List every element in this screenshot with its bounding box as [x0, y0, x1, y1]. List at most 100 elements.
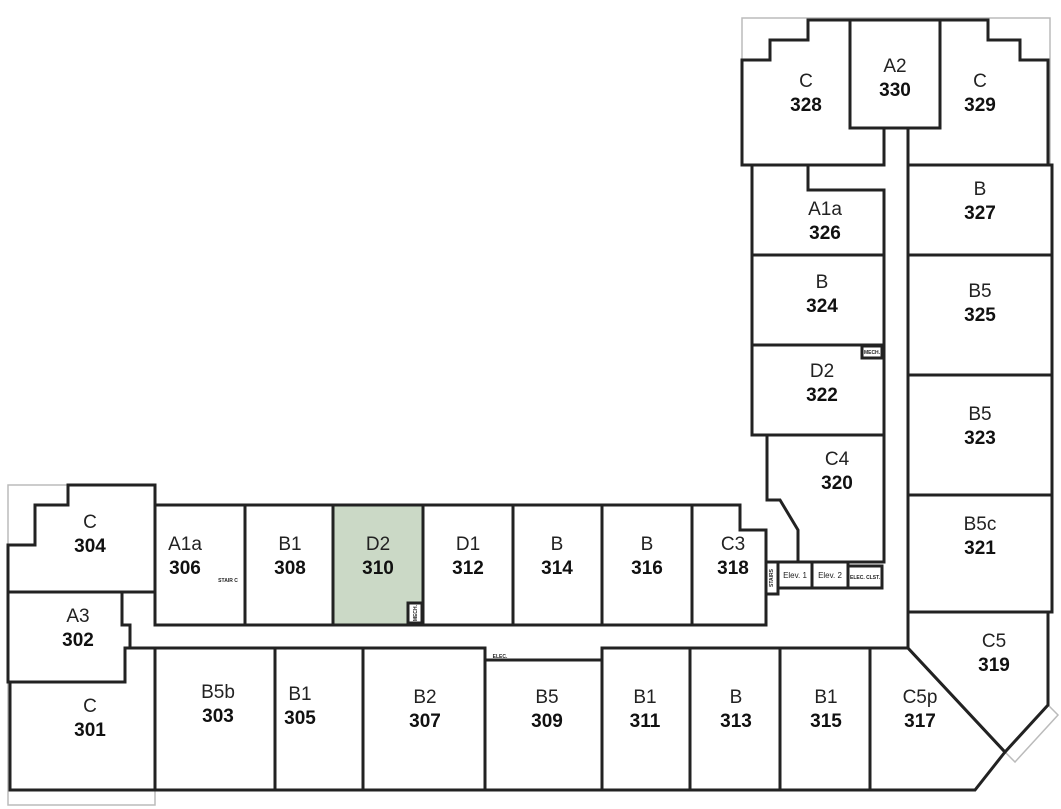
unit-type: B2	[413, 687, 436, 708]
mech-closet-322	[860, 344, 884, 360]
unit-shape[interactable]	[6, 483, 157, 594]
unit-shape[interactable]	[690, 503, 768, 627]
unit-number: 312	[452, 558, 484, 579]
unit-327[interactable]: B 327	[906, 163, 1054, 257]
unit-number: 327	[964, 203, 996, 224]
unit-type: A2	[883, 56, 906, 77]
unit-number: 317	[904, 711, 936, 732]
unit-number: 330	[879, 80, 911, 101]
unit-type: B5c	[964, 514, 997, 535]
unit-type: C	[83, 512, 97, 533]
unit-type: D1	[456, 534, 480, 555]
unit-shape[interactable]	[868, 646, 1007, 792]
unit-type: C	[83, 696, 97, 717]
mech-closet-310	[406, 601, 424, 625]
unit-number: 324	[806, 296, 838, 317]
unit-type: C5	[982, 631, 1006, 652]
unit-type: B5	[968, 281, 991, 302]
mech-310-label: MECH.	[413, 604, 419, 621]
unit-type: C	[799, 71, 813, 92]
unit-type: B5	[535, 687, 558, 708]
unit-number: 304	[74, 536, 106, 557]
elevator-1-label: Elev. 1	[783, 571, 807, 580]
unit-316[interactable]: B 316	[600, 503, 694, 627]
unit-type: B5b	[201, 682, 235, 703]
electrical-closet	[846, 564, 884, 590]
stairs-label: STAIRS	[769, 568, 775, 587]
unit-type: B5	[968, 404, 991, 425]
unit-type: C	[973, 71, 987, 92]
unit-number: 301	[74, 720, 106, 741]
unit-324[interactable]: B 324	[750, 253, 886, 347]
unit-type: A3	[66, 606, 89, 627]
unit-number: 322	[806, 385, 838, 406]
unit-type: B	[641, 534, 654, 555]
service-rooms: Elev. 1 Elev. 2 ELEC. CLST. STAIRS STAIR…	[218, 344, 884, 660]
stairs	[764, 560, 780, 596]
unit-number: 307	[409, 711, 441, 732]
unit-number: 308	[274, 558, 306, 579]
unit-shape[interactable]	[6, 590, 132, 684]
unit-shape[interactable]	[765, 433, 886, 564]
unit-number: 326	[809, 223, 841, 244]
unit-type: A1a	[168, 534, 202, 555]
unit-type: B	[974, 179, 987, 200]
unit-type: B	[816, 272, 829, 293]
unit-number: 319	[978, 655, 1010, 676]
unit-number: 320	[821, 473, 853, 494]
unit-number: 302	[62, 630, 94, 651]
unit-number: 321	[964, 538, 996, 559]
unit-type: B	[730, 687, 743, 708]
unit-type: D2	[810, 361, 834, 382]
stair-c-label: STAIR C	[218, 578, 238, 584]
unit-number: 310	[362, 558, 394, 579]
unit-type: C3	[721, 534, 745, 555]
unit-number: 318	[717, 558, 749, 579]
unit-shape[interactable]	[848, 18, 942, 130]
unit-type: D2	[366, 534, 390, 555]
elevator-2-label: Elev. 2	[818, 571, 842, 580]
unit-number: 316	[631, 558, 663, 579]
unit-type: C5p	[903, 687, 938, 708]
unit-type: C4	[825, 449, 850, 470]
elec-closet-label: ELEC. CLST.	[850, 575, 881, 581]
elec-label: ELEC.	[493, 654, 508, 660]
unit-304[interactable]: C 304	[6, 483, 157, 594]
unit-number: 315	[810, 711, 842, 732]
unit-number: 305	[284, 708, 316, 729]
unit-type: B	[551, 534, 564, 555]
corridor-segment	[884, 128, 908, 625]
elevator-2	[810, 560, 850, 590]
unit-number: 311	[630, 711, 661, 732]
corridor-segment	[130, 625, 908, 648]
mech-322-label: MECH.	[864, 350, 881, 356]
unit-number: 314	[541, 558, 573, 579]
unit-314[interactable]: B 314	[511, 503, 604, 627]
corridor	[130, 128, 908, 648]
unit-number: 306	[169, 558, 201, 579]
unit-number: 325	[964, 305, 996, 326]
unit-type: B1	[278, 534, 301, 555]
